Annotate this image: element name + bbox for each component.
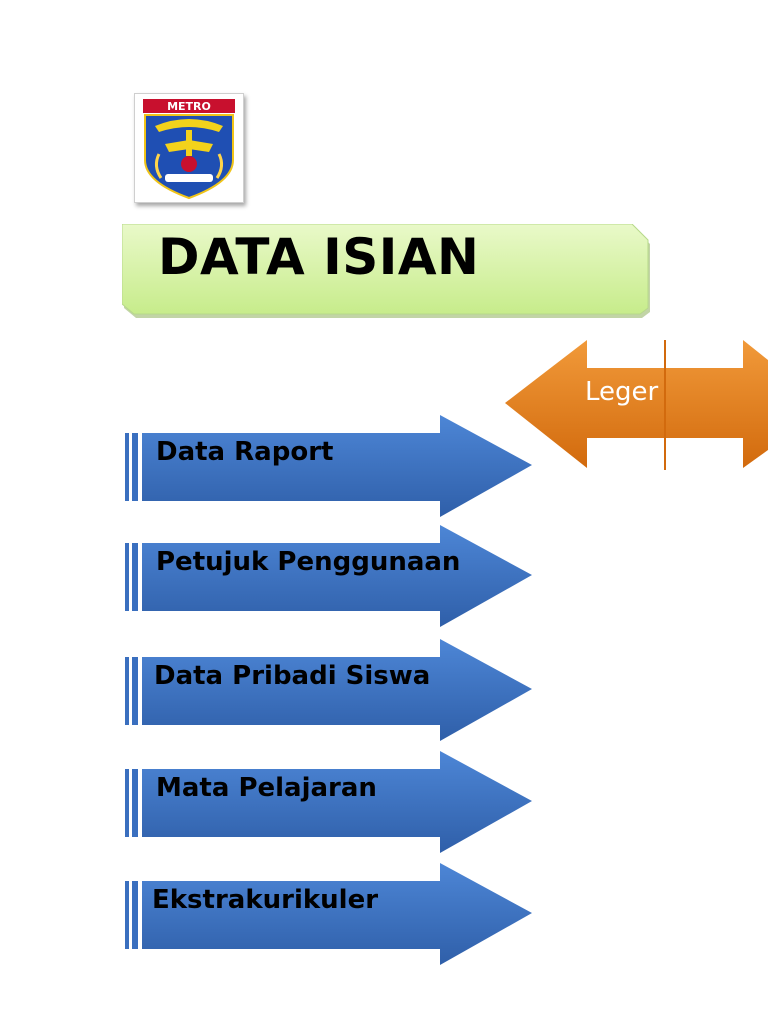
menu-arrow-mata-pelajaran[interactable]: Mata Pelajaran [122,751,536,855]
leger-label: Leger [585,377,659,407]
svg-text:METRO: METRO [167,100,211,113]
menu-label: Petujuk Penggunaan [156,547,461,577]
menu-label: Ekstrakurikuler [152,885,379,915]
menu-label: Data Pribadi Siswa [154,661,431,691]
title-banner: DATA ISIAN [122,224,652,320]
page-title: DATA ISIAN [158,228,480,286]
leger-button[interactable]: Leger [505,340,768,470]
metro-emblem-logo: METRO [134,93,244,203]
menu-arrow-ekstrakurikuler[interactable]: Ekstrakurikuler [122,863,536,967]
menu-label: Mata Pelajaran [156,773,377,803]
menu-arrow-petujuk-penggunaan[interactable]: Petujuk Penggunaan [122,525,536,629]
menu-label: Data Raport [156,437,334,467]
menu-arrow-data-pribadi-siswa[interactable]: Data Pribadi Siswa [122,639,536,743]
menu-arrow-data-raport[interactable]: Data Raport [122,415,536,519]
